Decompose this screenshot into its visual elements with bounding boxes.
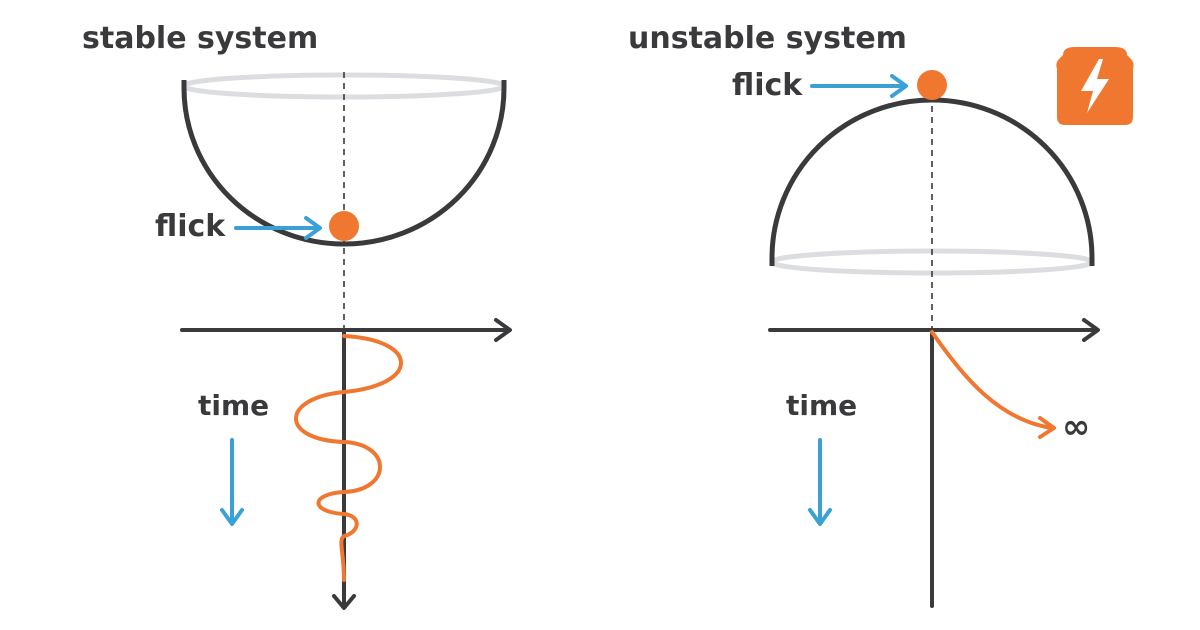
unstable-ball	[917, 70, 947, 100]
stable-time-arrow	[220, 438, 244, 526]
lightning-bolt-icon	[1056, 47, 1134, 125]
unstable-flick-arrow	[810, 74, 908, 98]
infinity-symbol: ∞	[1062, 407, 1091, 447]
stable-time-arrowhead	[332, 594, 356, 610]
unstable-horizontal-arrowhead	[1082, 318, 1100, 342]
stable-title: stable system	[82, 21, 319, 56]
unstable-time-label: time	[786, 389, 858, 422]
unstable-time-arrow	[808, 438, 832, 526]
stable-bowl	[181, 80, 507, 247]
stable-flick-label: flick	[155, 209, 226, 244]
unstable-trajectory	[930, 330, 1054, 430]
unstable-title: unstable system	[628, 21, 907, 56]
unstable-panel	[768, 70, 1100, 608]
stable-trajectory	[294, 334, 403, 582]
unstable-flick-label: flick	[732, 68, 803, 103]
stable-flick-arrow	[234, 216, 322, 240]
stable-horizontal-arrowhead	[494, 318, 512, 342]
stable-panel	[180, 72, 512, 610]
unstable-trajectory-arrowhead	[1038, 416, 1056, 439]
stable-time-label: time	[198, 389, 270, 422]
stable-ball	[329, 211, 359, 241]
